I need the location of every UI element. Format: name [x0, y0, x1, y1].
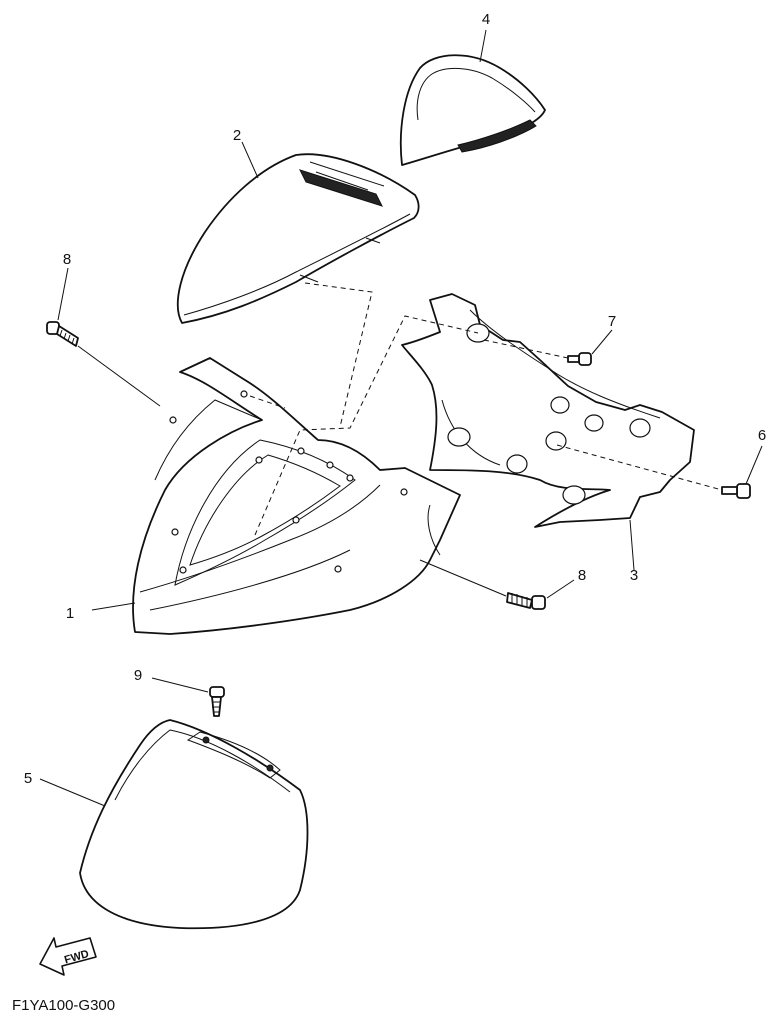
part-2-visor-cover [176, 153, 420, 324]
screw-9 [209, 686, 225, 717]
callout-1: 1 [66, 605, 74, 622]
leader-lines [39, 29, 763, 807]
part-3-inner-panel [401, 293, 695, 528]
diagram-code: F1YA100-G300 [12, 997, 115, 1014]
screw-7 [567, 352, 592, 366]
callout-8-left: 8 [63, 251, 71, 268]
screw-8-right [506, 592, 546, 610]
callout-7: 7 [608, 313, 616, 330]
fwd-arrow-icon: FWD [39, 937, 97, 976]
callout-8-right: 8 [578, 567, 586, 584]
part-4-top-cover [399, 54, 546, 166]
screw-6 [721, 483, 751, 499]
callout-6: 6 [758, 427, 766, 444]
part-5-front-fender [79, 719, 309, 930]
callout-2: 2 [233, 127, 241, 144]
alignment-lines [249, 282, 723, 536]
part-1-front-cover [132, 357, 461, 635]
screw-8-left [46, 321, 79, 347]
callout-5: 5 [24, 770, 32, 787]
callout-3: 3 [630, 567, 638, 584]
callout-4: 4 [482, 11, 490, 28]
callout-9: 9 [134, 667, 142, 684]
